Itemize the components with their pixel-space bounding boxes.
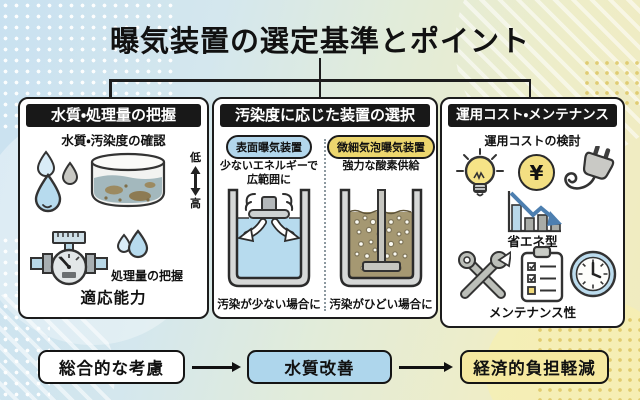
cost-title: 運用コストの検討: [484, 134, 581, 148]
connector-drop-center: [318, 79, 321, 98]
surface-aerator-tank-icon: [227, 188, 311, 288]
panel-cost-maintenance: 運用コスト・メンテナンス 運用コストの検討 ¥: [440, 97, 625, 328]
check-title: 水質・汚染度の確認: [61, 133, 166, 148]
panel-divider: [324, 139, 326, 311]
checklist-icon: [520, 246, 564, 303]
connector-drop-left: [109, 79, 112, 98]
flow-step-economic-relief: 経済的負担軽減: [460, 350, 609, 384]
tools-icon: [458, 250, 511, 299]
bubble-aerator-badge: 微細気泡曝気装置: [327, 135, 435, 159]
pollution-level-arrow-icon: [190, 166, 201, 197]
surface-aerator-desc: 少ないエネルギーで 広範囲に: [219, 159, 319, 187]
energy-saving-label: 省エネ型: [507, 234, 558, 249]
flow-arrow-1: [192, 362, 241, 371]
flow-arrow-2: [399, 362, 453, 371]
water-drops-icon: [34, 150, 79, 213]
yen-symbol: ¥: [529, 160, 544, 185]
volume-label: 処理量の把握: [110, 269, 183, 283]
scale-high-label: 高: [190, 197, 201, 211]
connector-drop-right: [528, 79, 531, 98]
page-title: 曝気装置の選定基準とポイント: [109, 24, 530, 58]
flow-step-water-improvement: 水質改善: [247, 350, 392, 384]
panel-cost-maintenance-header: 運用コスト・メンテナンス: [448, 104, 617, 127]
surface-aeration-column: 表面曝気装置 少ないエネルギーで 広範囲に 汚染が少ない場合に: [217, 133, 321, 313]
clock-icon: [569, 250, 617, 298]
bubble-diffuser-tank-icon: [339, 188, 423, 288]
pollution-scale: 低 高: [187, 151, 204, 211]
yen-coin-icon: ¥: [518, 154, 555, 191]
surface-aerator-caption: 汚染が少ない場合に: [217, 297, 321, 311]
connector-title-stem: [318, 58, 321, 80]
panel-device-selection: 汚染度に応じた装置の選択 表面曝気装置 少ないエネルギーで 広範囲に 汚染が少な…: [212, 97, 438, 319]
panel-water-quality-header: 水質・処理量の把握: [26, 104, 201, 127]
adaptability-label: 適応能力: [80, 289, 147, 307]
bubble-aeration-column: 微細気泡曝気装置 強力な酸素供給: [327, 133, 435, 313]
surface-aerator-badge: 表面曝気装置: [226, 135, 312, 159]
volume-drops-icon: [116, 229, 149, 259]
flow-step-consideration: 総合的な考慮: [38, 350, 185, 384]
maintainability-label: メンテナンス性: [488, 305, 577, 320]
power-plug-icon: [564, 146, 615, 190]
scale-low-label: 低: [190, 151, 201, 164]
sample-dish-icon: [90, 152, 166, 208]
bubble-aerator-caption: 汚染がひどい場合に: [329, 297, 433, 311]
panel-device-selection-header: 汚染度に応じた装置の選択: [220, 104, 430, 127]
cost-decline-chart-icon: [507, 191, 562, 233]
lightbulb-icon: [456, 148, 504, 197]
water-meter-icon: [30, 231, 108, 286]
panel-water-quality: 水質・処理量の把握 水質・汚染度の確認 低 高: [18, 97, 209, 319]
bubble-aerator-desc: 強力な酸素供給: [342, 159, 420, 172]
